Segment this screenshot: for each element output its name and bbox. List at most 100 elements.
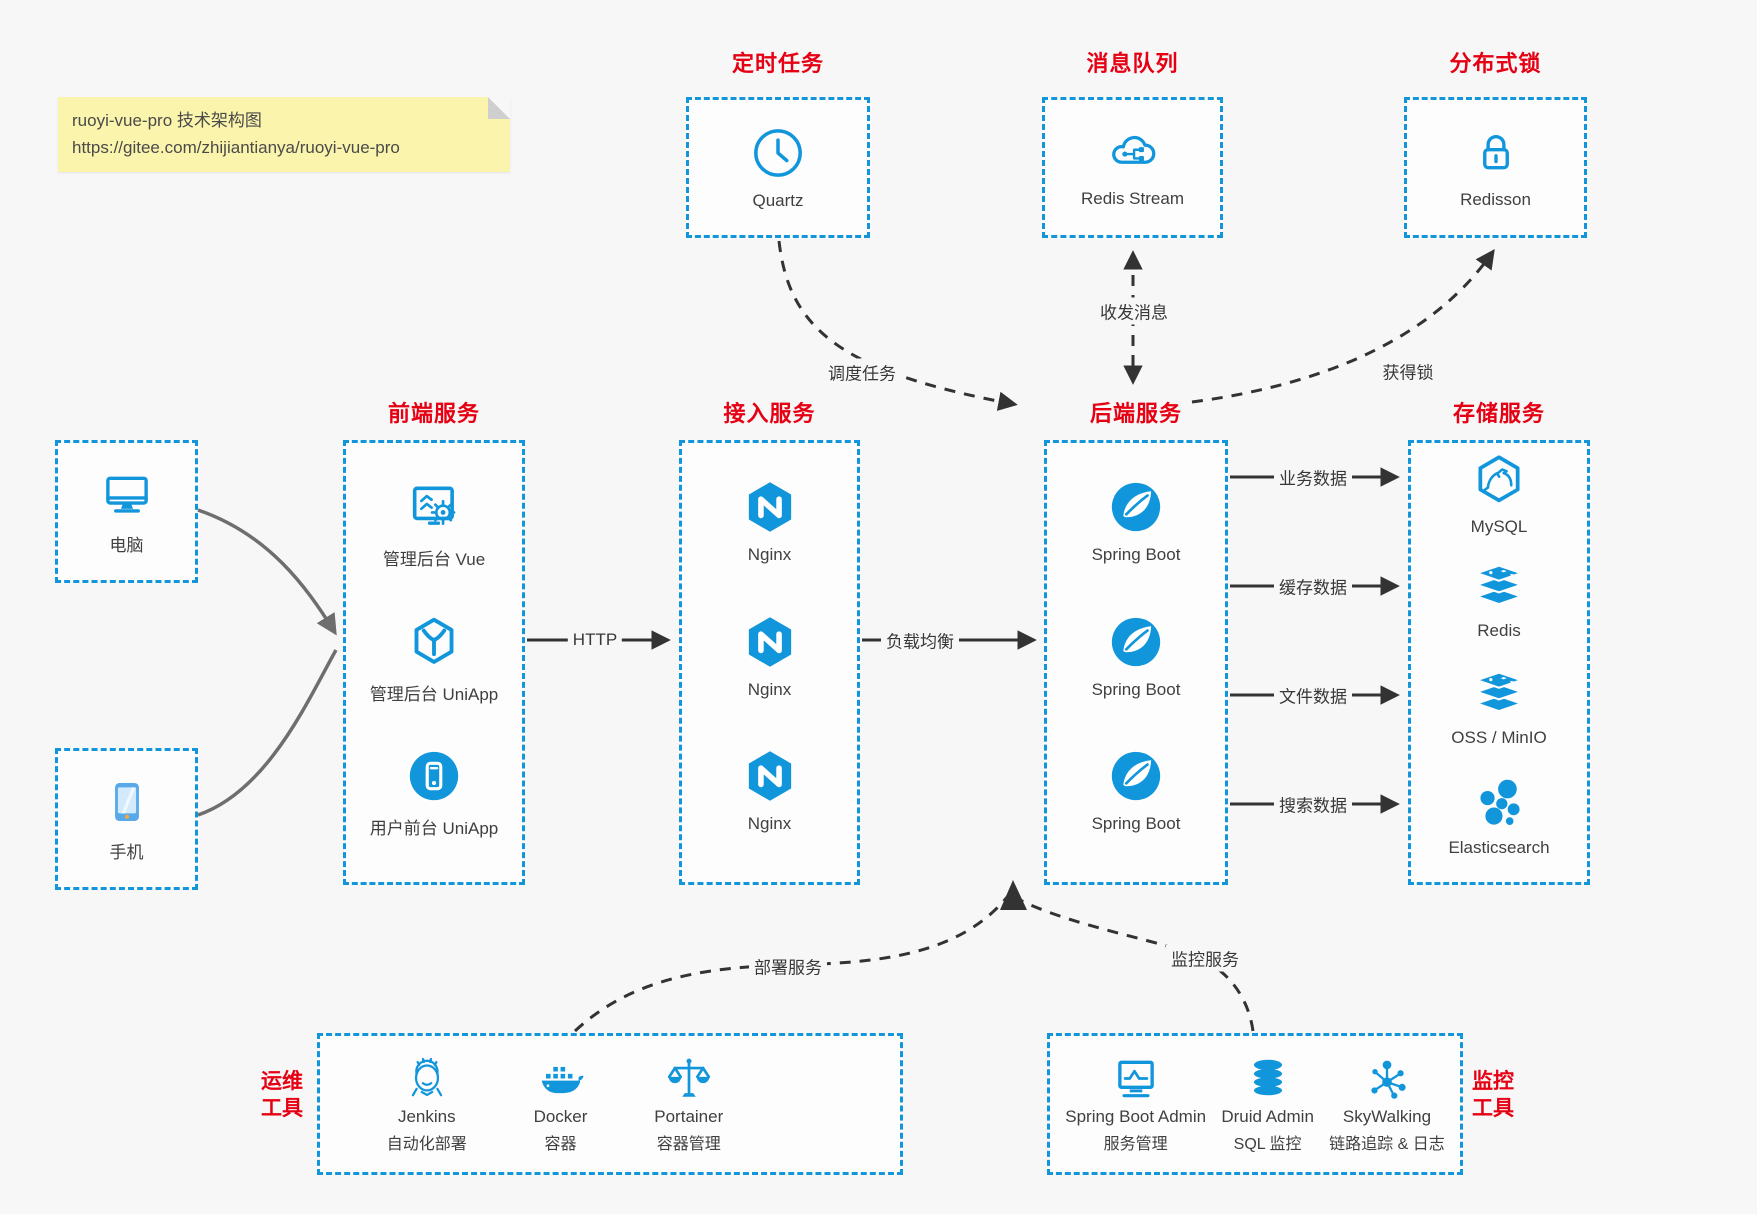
node-user-uniapp: 用户前台 UniApp: [370, 747, 498, 847]
quartz-box: Quartz: [686, 97, 870, 238]
group-title-distributed-lock: 分布式锁: [1449, 51, 1542, 76]
spring-boot-icon: [1107, 747, 1165, 805]
node-label: Spring Boot: [1091, 814, 1181, 834]
node-label: MySQL: [1470, 517, 1528, 537]
database-icon: [1243, 1054, 1293, 1104]
monitor-tools-title: 监控 工具: [1472, 1068, 1552, 1122]
node-label: Spring Boot: [1091, 679, 1181, 699]
edge-label-schedule: 调度任务: [823, 358, 901, 386]
spring-boot-icon: [1107, 478, 1165, 536]
lock-icon: [1469, 126, 1523, 180]
node-name: SkyWalking: [1342, 1107, 1432, 1126]
clock-icon: [750, 125, 806, 181]
monitor-tools-title-line1: 监控: [1472, 1070, 1514, 1093]
uniapp-cube-icon: [405, 613, 463, 671]
node-springboot-1: Spring Boot: [1091, 478, 1181, 578]
phone-client-box: 手机: [55, 748, 198, 890]
edge-desktop-to-frontend: [197, 508, 337, 636]
redis-stack-icon: [1471, 560, 1527, 612]
note-fold-corner: [488, 97, 510, 119]
node-label: OSS / MinIO: [1451, 728, 1547, 748]
note-title: ruoyi-vue-pro 技术架构图: [72, 111, 262, 130]
spring-boot-icon: [1107, 613, 1165, 671]
edge-label-file-data: 文件数据: [1274, 681, 1352, 709]
phone-label: 手机: [109, 842, 144, 862]
edge-label-cache-data: 缓存数据: [1274, 572, 1352, 600]
note-url: https://gitee.com/zhijiantianya/ruoyi-vu…: [72, 138, 400, 158]
node-mysql: MySQL: [1470, 452, 1528, 550]
node-name: Portainer: [654, 1107, 724, 1126]
node-label: Nginx: [747, 814, 792, 834]
node-desc: SQL 监控: [1233, 1136, 1302, 1153]
scales-icon: [664, 1054, 714, 1104]
node-nginx-3: Nginx: [741, 747, 799, 847]
edge-label-search-data: 搜索数据: [1274, 790, 1352, 818]
node-desc: 自动化部署: [386, 1136, 467, 1153]
node-redis: Redis: [1471, 560, 1527, 658]
smartphone-icon: [101, 776, 153, 828]
node-label: 管理后台 Vue: [382, 549, 486, 569]
group-title-storage: 存储服务: [1452, 401, 1545, 426]
nginx-icon: [741, 613, 799, 671]
node-desc: 容器: [544, 1136, 577, 1153]
desktop-client-box: 电脑: [55, 440, 198, 583]
storage-stack-icon: [1471, 667, 1527, 719]
node-portainer: Portainer 容器管理: [654, 1054, 723, 1154]
node-admin-uniapp: 管理后台 UniApp: [370, 613, 498, 713]
node-jenkins: Jenkins 自动化部署: [387, 1054, 467, 1154]
desktop-label: 电脑: [109, 536, 144, 555]
redis-stream-label: Redis Stream: [1081, 188, 1184, 208]
node-label: 用户前台 UniApp: [369, 819, 499, 839]
node-label: Nginx: [747, 679, 792, 699]
node-springboot-2: Spring Boot: [1091, 613, 1181, 713]
node-name: Spring Boot Admin: [1065, 1107, 1207, 1126]
ops-tools-box: Jenkins 自动化部署: [317, 1033, 903, 1175]
elasticsearch-icon: [1472, 775, 1526, 829]
node-admin-vue: 管理后台 Vue: [383, 478, 485, 578]
node-nginx-2: Nginx: [741, 613, 799, 713]
node-name: Jenkins: [397, 1107, 456, 1126]
edge-label-load-balance: 负载均衡: [881, 626, 959, 654]
deploy-monitor-arrowhead: [1000, 880, 1027, 910]
cloud-network-icon: [1104, 127, 1162, 179]
nginx-icon: [741, 747, 799, 805]
storage-box: MySQL Redis: [1408, 440, 1590, 885]
node-label: Nginx: [747, 544, 792, 564]
frontend-box: 管理后台 Vue 管理后台 UniApp 用户前台 UniApp: [343, 440, 525, 885]
node-label: Redis: [1477, 620, 1521, 640]
redisson-box: Redisson: [1404, 97, 1587, 238]
group-title-message-queue: 消息队列: [1086, 51, 1179, 76]
desktop-icon: [98, 467, 156, 521]
mobile-app-circle-icon: [405, 747, 463, 805]
sticky-note: ruoyi-vue-pro 技术架构图 https://gitee.com/zh…: [58, 97, 510, 172]
edge-label-monitor: 监控服务: [1166, 944, 1244, 972]
edge-label-message: 收发消息: [1095, 297, 1173, 325]
node-elasticsearch: Elasticsearch: [1448, 775, 1550, 873]
node-springboot-3: Spring Boot: [1091, 747, 1181, 847]
mysql-icon: [1471, 452, 1527, 508]
jenkins-icon: [402, 1054, 452, 1104]
quartz-label: Quartz: [752, 190, 804, 210]
node-desc: 链路追踪 & 日志: [1329, 1136, 1445, 1153]
group-title-backend: 后端服务: [1089, 401, 1182, 426]
node-desc: 服务管理: [1103, 1136, 1168, 1153]
edge-label-lock: 获得锁: [1377, 357, 1439, 385]
group-title-access: 接入服务: [723, 401, 816, 426]
node-name: Druid Admin: [1221, 1107, 1314, 1126]
node-nginx-1: Nginx: [741, 478, 799, 578]
edge-acquire-lock: [1191, 249, 1495, 404]
edge-label-deploy: 部署服务: [749, 952, 827, 980]
access-box: Nginx Nginx Nginx: [679, 440, 860, 885]
edge-label-http: HTTP: [567, 629, 623, 651]
monitor-chart-icon: [1110, 1054, 1162, 1104]
node-label: Spring Boot: [1091, 544, 1181, 564]
admin-dashboard-icon: [404, 478, 464, 536]
ops-tools-title-line2: 工具: [261, 1097, 303, 1120]
ops-tools-title: 运维 工具: [233, 1068, 303, 1122]
node-desc: 容器管理: [656, 1136, 721, 1153]
molecule-icon: [1362, 1054, 1412, 1104]
node-docker: Docker 容器: [534, 1054, 588, 1154]
node-label: Elasticsearch: [1448, 837, 1550, 857]
node-name: Docker: [533, 1107, 588, 1126]
